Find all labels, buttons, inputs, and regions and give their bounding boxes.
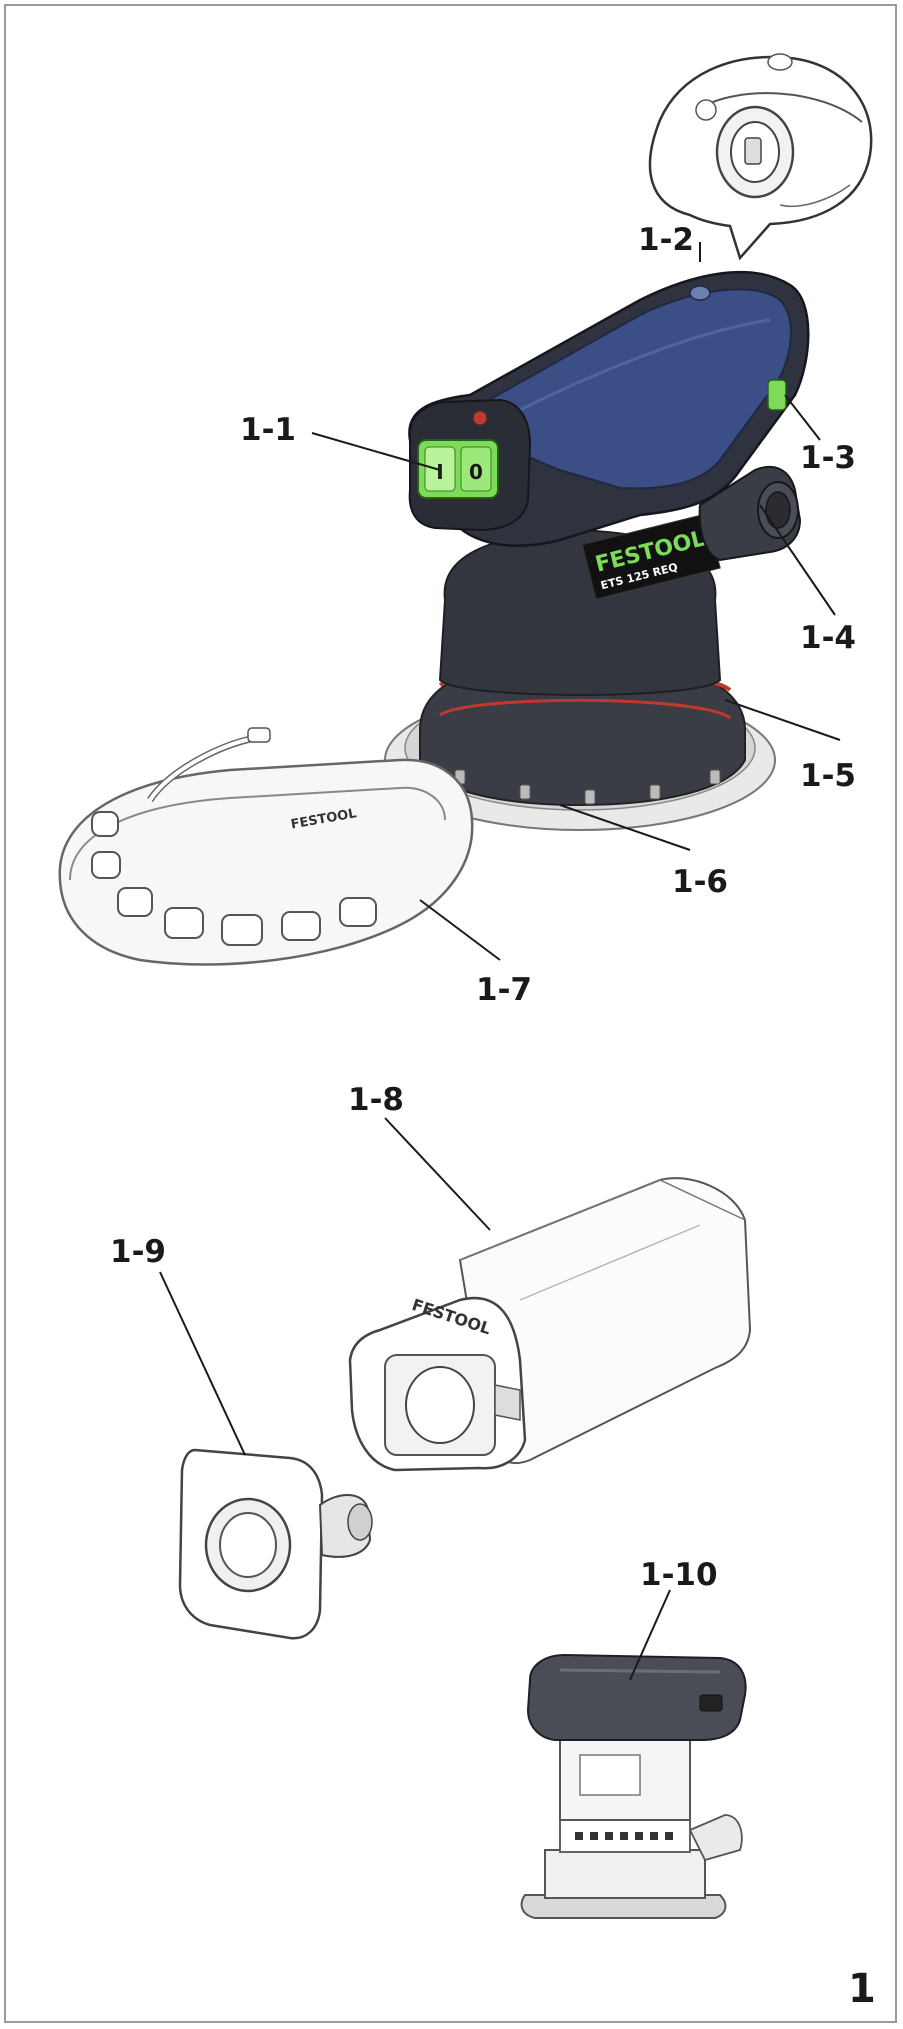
callout-1-5: 1-5: [800, 758, 856, 794]
callout-1-2: 1-2: [638, 222, 694, 258]
callout-1-10: 1-10: [640, 1557, 718, 1593]
callout-1-1: 1-1: [240, 412, 296, 448]
sander-ets125: I 0 FESTOOL ETS 125 REQ: [384, 270, 810, 831]
sander-1-10: [520, 1653, 747, 1919]
dust-extraction-port: [698, 465, 802, 562]
figure-frame: [4, 4, 897, 2023]
callout-1-3: 1-3: [800, 440, 856, 476]
callout-1-7: 1-7: [476, 972, 532, 1008]
edge-protector: FESTOOL: [58, 727, 474, 966]
leader-lines: [159, 242, 841, 1681]
bag-adapter: [178, 1448, 373, 1640]
callout-1-4: 1-4: [800, 620, 856, 656]
dust-bag: FESTOOL: [348, 1177, 752, 1472]
switch-on-label: I: [436, 460, 443, 484]
speed-dial: [767, 379, 787, 411]
figure-number: 1: [848, 1966, 876, 2012]
callout-1-8: 1-8: [348, 1082, 404, 1118]
callout-1-9: 1-9: [110, 1234, 166, 1270]
callout-1-6: 1-6: [672, 864, 728, 900]
connector-detail-inset: [648, 53, 873, 261]
switch-off-label: 0: [469, 460, 483, 484]
